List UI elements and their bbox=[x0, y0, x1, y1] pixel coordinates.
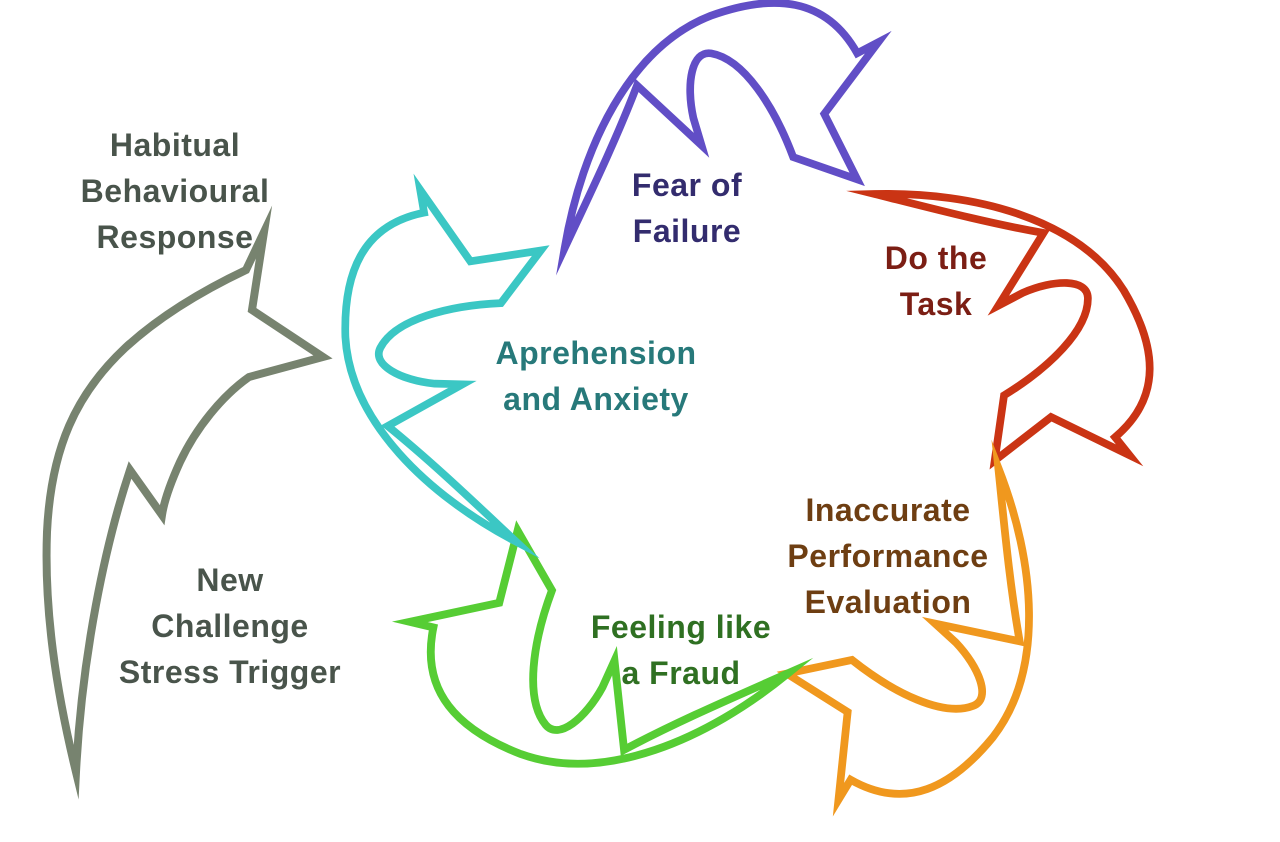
arrow-trigger-to-response bbox=[42, 205, 333, 800]
node-label-fear-of-failure: Fear of Failure bbox=[631, 167, 743, 249]
node-label-aprehension-and-anxiety: Aprehension and Anxiety bbox=[495, 335, 697, 417]
node-label-do-the-task: Do the Task bbox=[884, 240, 988, 322]
node-label-habitual-behavioural-response: Habitual Behavioural Response bbox=[80, 127, 270, 255]
node-label-feeling-like-a-fraud: Feeling like a Fraud bbox=[590, 609, 772, 691]
node-label-new-challenge-stress-trigger: New Challenge Stress Trigger bbox=[118, 562, 342, 690]
node-label-inaccurate-performance-evaluation: Inaccurate Performance Evaluation bbox=[787, 492, 989, 620]
